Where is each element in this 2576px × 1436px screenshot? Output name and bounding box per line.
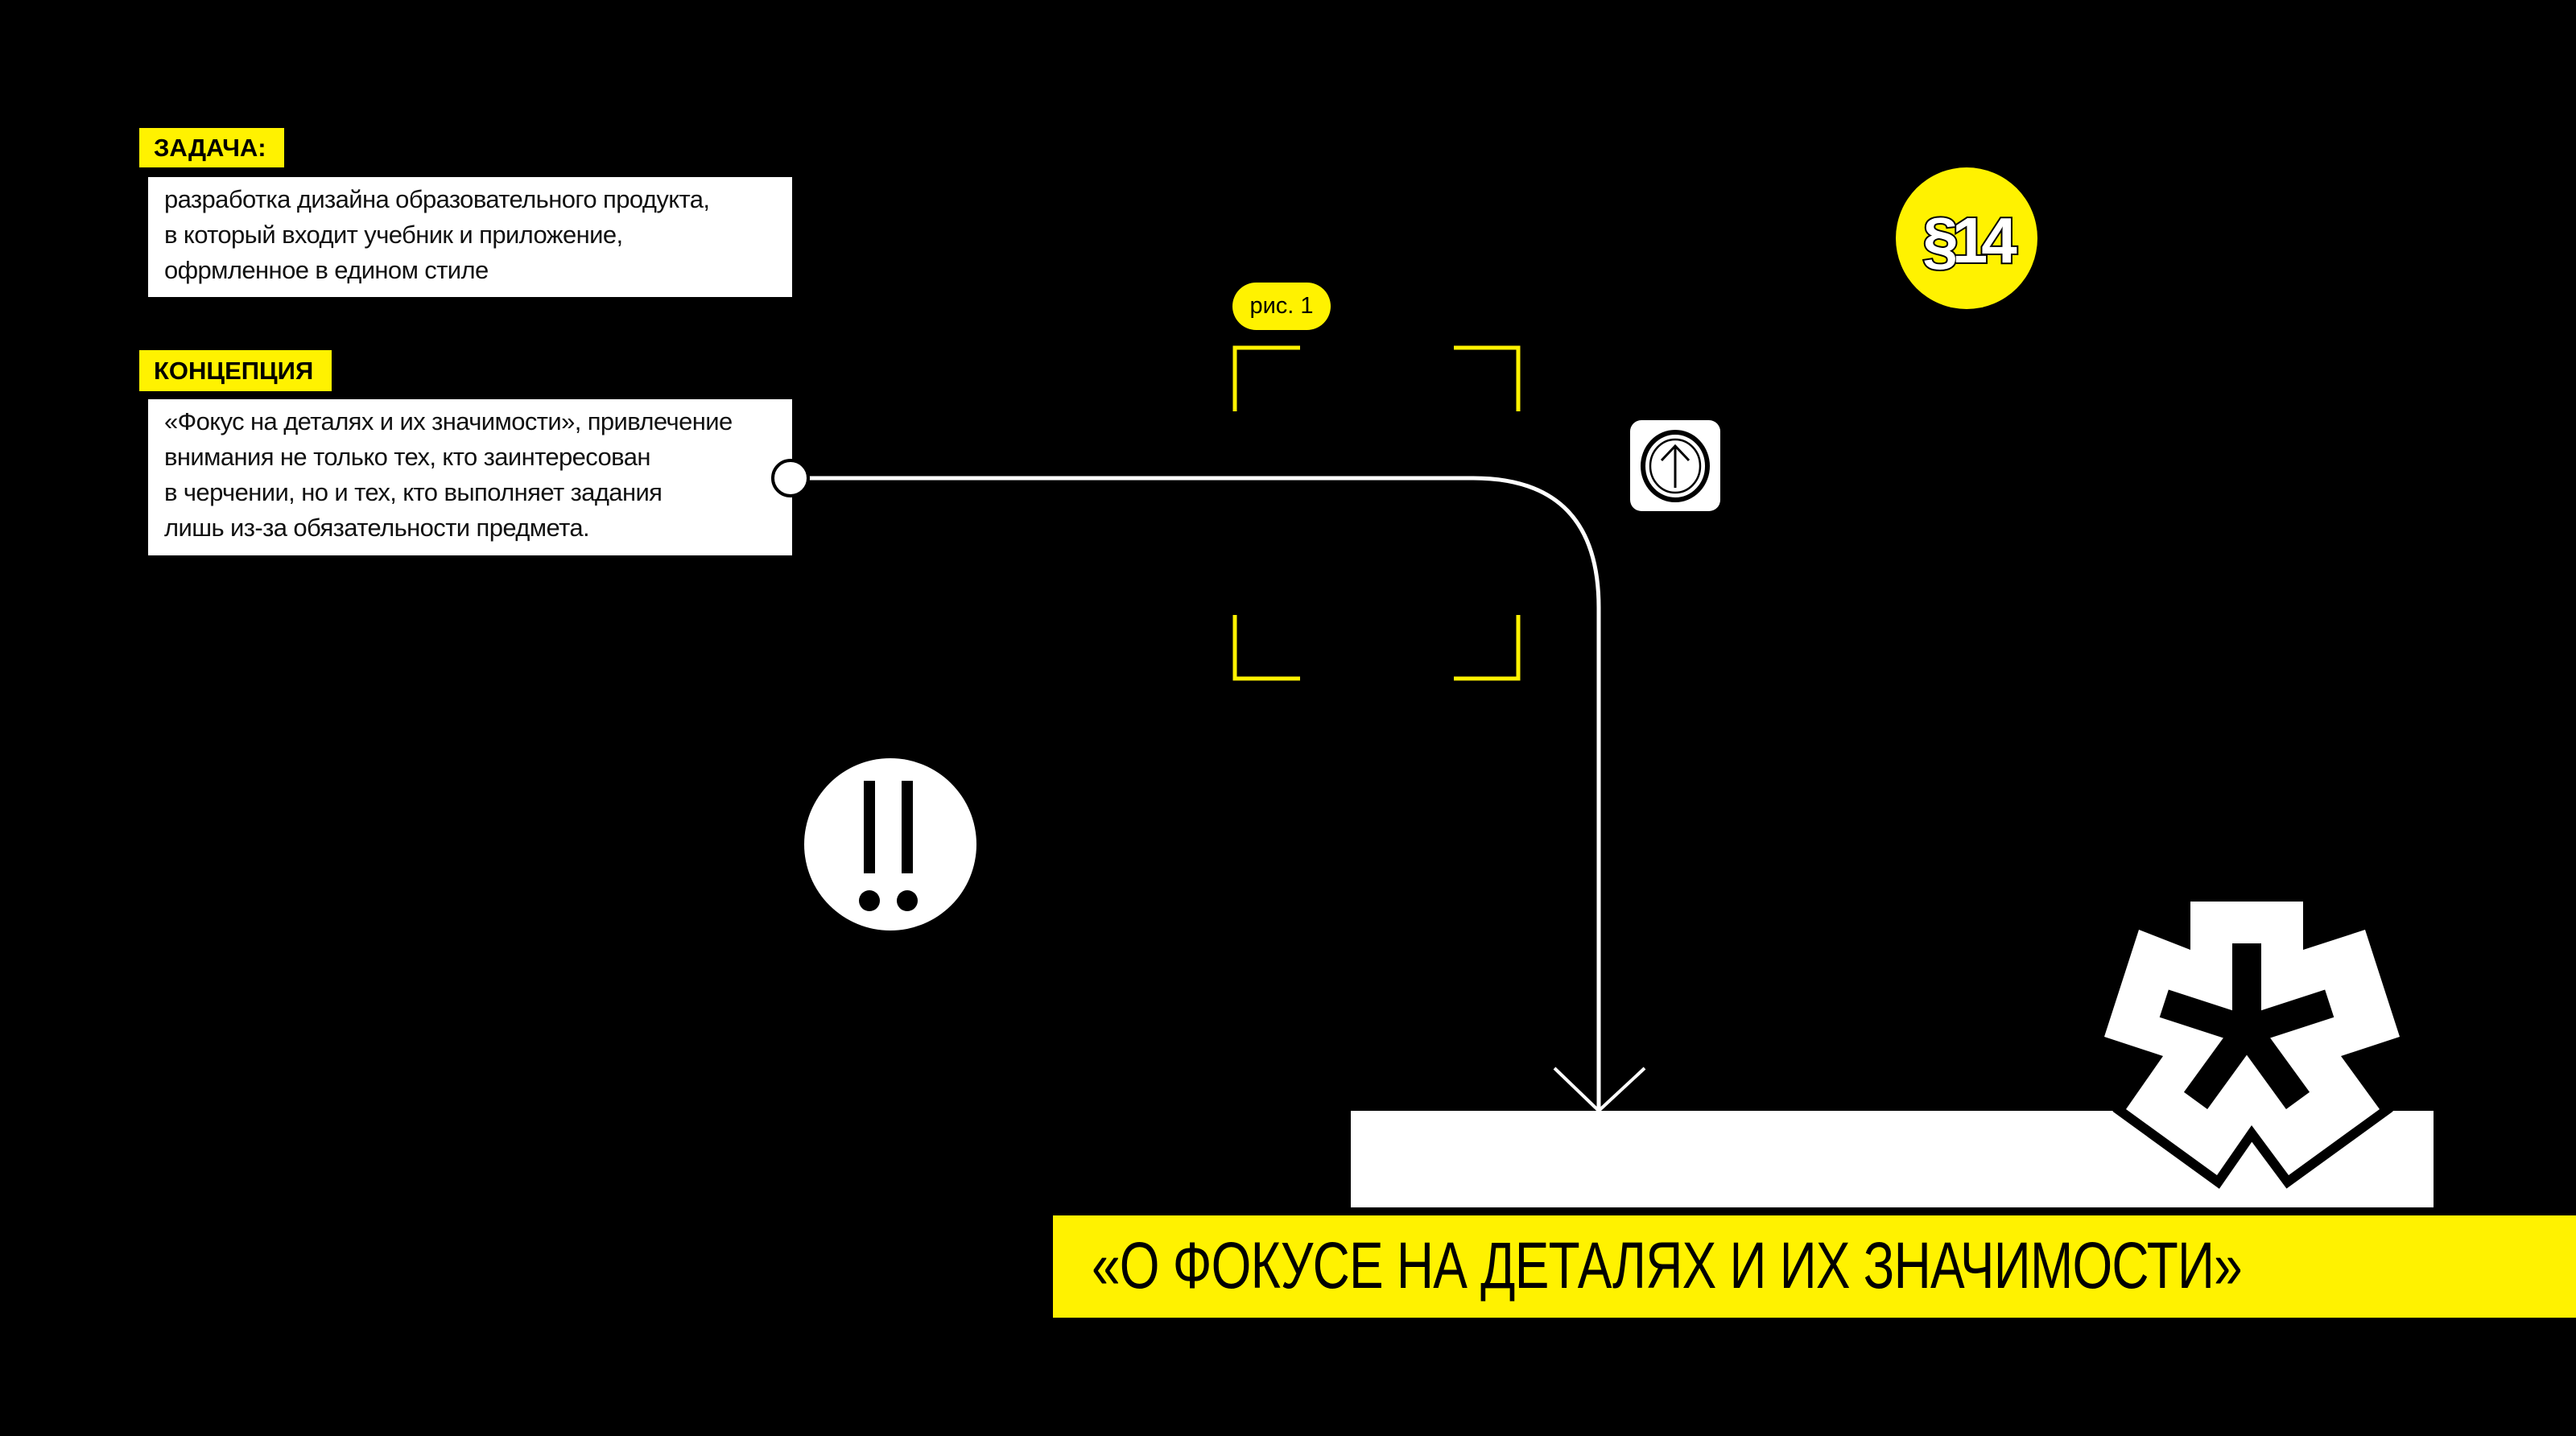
title-banner: «О ФОКУСЕ НА ДЕТАЛЯХ И ИХ ЗНАЧИМОСТИ» — [1053, 1215, 2576, 1318]
concept-line: в черчении, но и тех, кто выполняет зада… — [164, 478, 663, 506]
frame-corner-tl — [1232, 345, 1300, 411]
double-exclamation-icon — [804, 758, 976, 931]
task-description: разработка дизайна образовательного прод… — [148, 177, 792, 297]
focus-frame — [1232, 345, 1521, 681]
connector-node — [771, 459, 810, 497]
task-line: разработка дизайна образовательного прод… — [164, 185, 710, 213]
task-label: ЗАДАЧА: — [139, 128, 284, 167]
concept-line: внимания не только тех, кто заинтересова… — [164, 443, 650, 471]
paragraph-14-badge: §14 — [1896, 167, 2037, 309]
task-line: офрмленное в едином стиле — [164, 256, 489, 284]
connector-line — [791, 476, 1601, 1111]
concept-label: КОНЦЕПЦИЯ — [139, 350, 332, 391]
arrow-up-circle-icon[interactable] — [1630, 420, 1720, 511]
concept-description: «Фокус на деталях и их значимости», прив… — [148, 399, 792, 555]
concept-line: лишь из-за обязательности предмета. — [164, 514, 590, 542]
frame-corner-br — [1454, 615, 1521, 681]
frame-corner-bl — [1232, 615, 1300, 681]
task-line: в который входит учебник и приложение, — [164, 221, 623, 249]
page-title: «О ФОКУСЕ НА ДЕТАЛЯХ И ИХ ЗНАЧИМОСТИ» — [1092, 1229, 2243, 1302]
figure-label: рис. 1 — [1232, 283, 1331, 330]
concept-line: «Фокус на деталях и их значимости», прив… — [164, 407, 733, 435]
frame-corner-tr — [1454, 345, 1521, 411]
badge-text: §14 — [1922, 204, 2017, 276]
asterisk-star-icon — [2091, 892, 2413, 1189]
